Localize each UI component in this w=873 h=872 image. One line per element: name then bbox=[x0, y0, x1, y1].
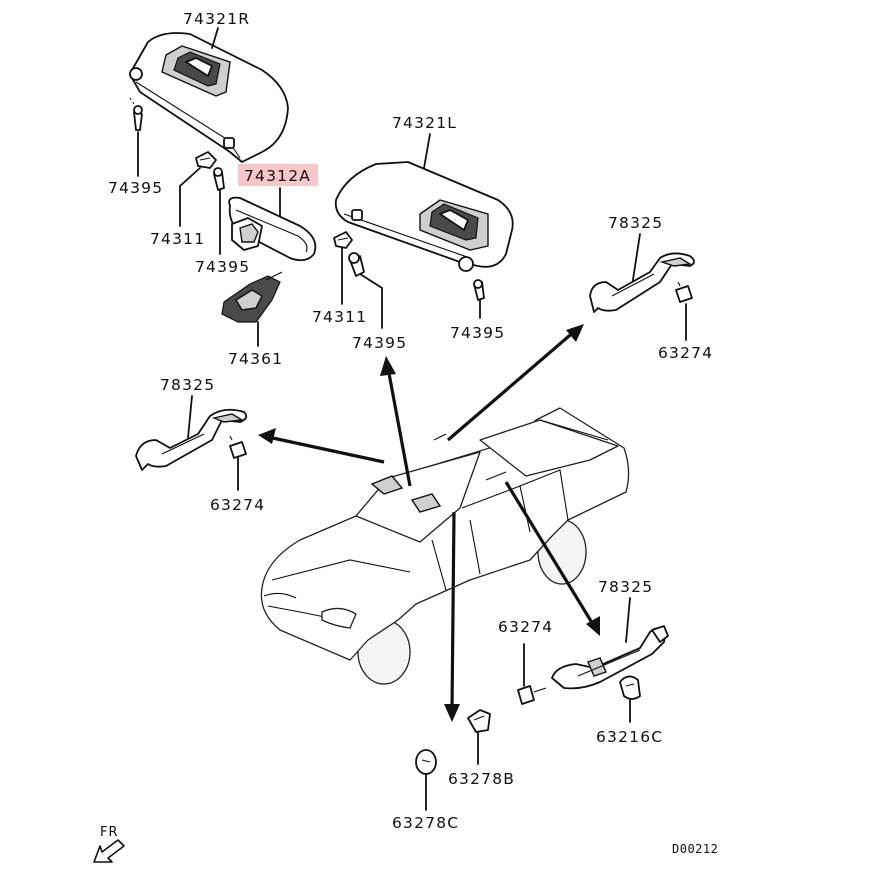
label-mirror-cover: 74361 bbox=[228, 350, 283, 368]
bolt-63274-c[interactable] bbox=[517, 685, 547, 705]
screw-74395-c[interactable] bbox=[348, 252, 365, 277]
assist-grip-left[interactable] bbox=[135, 408, 248, 471]
label-mirror: 74312A bbox=[244, 167, 311, 185]
screw-74395-a[interactable] bbox=[133, 105, 143, 131]
visor-holder-74311-b[interactable] bbox=[333, 231, 353, 249]
mirror-cover-74361[interactable] bbox=[221, 271, 283, 323]
sun-visor-right[interactable] bbox=[129, 32, 289, 163]
label-mirror-highlight bbox=[238, 164, 318, 186]
label-visor-left: 74321L bbox=[392, 114, 457, 132]
label-cap-b: 63278B bbox=[448, 770, 515, 788]
label-bolt-b: 63274 bbox=[210, 496, 265, 514]
inside-rearview-mirror[interactable] bbox=[228, 196, 317, 262]
label-bolt-a: 63274 bbox=[658, 344, 713, 362]
label-grip-right-top: 78325 bbox=[608, 214, 663, 232]
screw-74395-d[interactable] bbox=[473, 279, 485, 301]
cap-63278c[interactable] bbox=[415, 749, 437, 775]
cap-63278b[interactable] bbox=[467, 709, 491, 733]
visor-holder-74311-a[interactable] bbox=[195, 151, 217, 169]
label-bolt-c: 63274 bbox=[498, 618, 553, 636]
label-screw-d: 74395 bbox=[450, 324, 505, 342]
assist-grip-right-top[interactable] bbox=[589, 252, 695, 313]
assist-grip-right-bottom[interactable] bbox=[551, 625, 669, 690]
vehicle-illustration bbox=[260, 407, 630, 685]
diagram-code: D00212 bbox=[672, 842, 718, 856]
fr-label: FR bbox=[100, 825, 119, 840]
clip-63216c[interactable] bbox=[619, 675, 641, 700]
label-grip-right-bottom: 78325 bbox=[598, 578, 653, 596]
label-screw-a: 74395 bbox=[108, 179, 163, 197]
bolt-63274-b[interactable] bbox=[229, 435, 247, 459]
label-clip-c: 63216C bbox=[596, 728, 663, 746]
fr-arrow-icon bbox=[93, 839, 125, 863]
label-cap-c: 63278C bbox=[392, 814, 459, 832]
label-grip-left: 78325 bbox=[160, 376, 215, 394]
leader-arrows bbox=[258, 324, 600, 722]
label-screw-b: 74395 bbox=[195, 258, 250, 276]
label-holder-a: 74311 bbox=[150, 230, 205, 248]
sun-visor-left[interactable] bbox=[334, 161, 514, 272]
label-visor-right: 74321R bbox=[183, 10, 250, 28]
bolt-63274-a[interactable] bbox=[675, 281, 693, 303]
label-holder-b: 74311 bbox=[312, 308, 367, 326]
label-screw-c: 74395 bbox=[352, 334, 407, 352]
screw-74395-b[interactable] bbox=[213, 167, 225, 191]
